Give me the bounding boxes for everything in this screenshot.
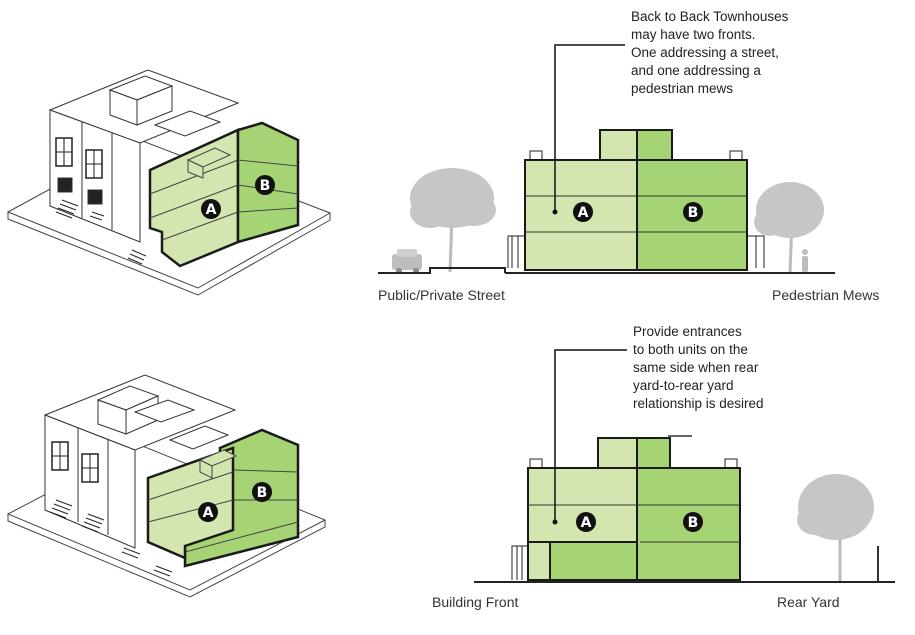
entry-stairs: [49, 499, 173, 577]
unit-badge-a-bottom: A: [198, 502, 218, 522]
annotation-line: relationship is desired: [633, 396, 764, 411]
ground-line: [378, 267, 506, 274]
unit-badge-b-elev-bottom: B: [683, 512, 703, 532]
unit-badge-a-elev-bottom: A: [576, 512, 596, 532]
unit-badge-a-top: A: [201, 199, 221, 219]
annotation-line: One addressing a street,: [631, 45, 779, 60]
unit-label-b: B: [688, 515, 699, 531]
annotation-line: Back to Back Townhouses: [631, 9, 789, 24]
entry-stairs: [55, 199, 147, 265]
caption-building-front: Building Front: [432, 594, 519, 610]
axonometric-view-top: [6, 69, 332, 296]
annotation-line: pedestrian mews: [631, 81, 734, 96]
leader-line-top: [554, 44, 625, 212]
unit-label-b: B: [257, 485, 268, 501]
annotation-line: yard-to-rear yard: [633, 378, 734, 393]
unit-badge-b-top: B: [255, 175, 275, 195]
annotation-line: same side when rear: [633, 360, 759, 375]
caption-public-private-street: Public/Private Street: [378, 287, 505, 303]
unit-label-b: B: [688, 205, 699, 221]
unit-badge-b-bottom: B: [252, 482, 272, 502]
tree: [754, 182, 824, 273]
unit-label-a: A: [578, 205, 589, 221]
unit-label-a: A: [206, 202, 217, 218]
car-icon: [392, 249, 422, 274]
axonometric-view-bottom: [6, 374, 327, 598]
annotation-line: to both units on the: [633, 342, 748, 357]
unit-badge-b-elev-top: B: [683, 202, 703, 222]
annotation-line: may have two fronts.: [631, 27, 756, 42]
unit-badge-a-elev-top: A: [573, 202, 593, 222]
elevation-view-top: [378, 44, 835, 274]
tree: [797, 474, 874, 582]
pedestrian-icon: [802, 249, 808, 272]
annotation-line: and one addressing a: [631, 63, 761, 78]
caption-pedestrian-mews: Pedestrian Mews: [772, 287, 880, 303]
tree: [410, 168, 496, 273]
leader-line-bottom: [554, 349, 627, 522]
annotation-two-fronts: Back to Back Townhouses may have two fro…: [631, 8, 788, 98]
unit-label-b: B: [260, 178, 271, 194]
unit-label-a: A: [203, 505, 214, 521]
unit-label-a: A: [581, 515, 592, 531]
annotation-line: Provide entrances: [633, 324, 742, 339]
caption-rear-yard: Rear Yard: [777, 594, 840, 610]
annotation-same-side-entrances: Provide entrances to both units on the s…: [633, 323, 764, 413]
